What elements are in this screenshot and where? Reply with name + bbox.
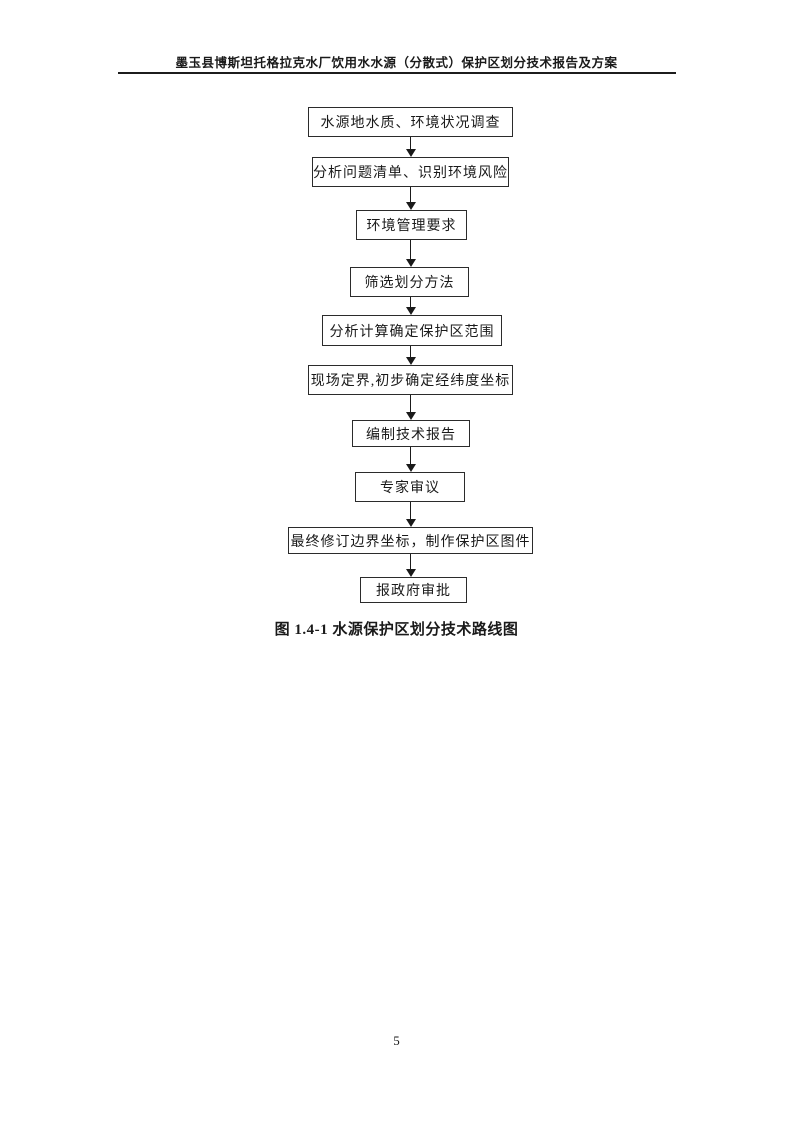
flow-node-field-boundary: 现场定界,初步确定经纬度坐标 <box>308 365 513 395</box>
header-rule <box>118 72 676 74</box>
arrow-head <box>405 569 416 577</box>
flow-arrow-down-icon <box>405 240 416 267</box>
arrow-head <box>405 149 416 157</box>
flow-arrow-down-icon <box>405 395 416 420</box>
flow-node-risk-analysis: 分析问题清单、识别环境风险 <box>312 157 509 187</box>
flow-node-final-revision: 最终修订边界坐标，制作保护区图件 <box>288 527 533 554</box>
flow-node-survey: 水源地水质、环境状况调查 <box>308 107 513 137</box>
arrow-head <box>405 357 416 365</box>
arrow-stem <box>409 502 412 519</box>
flow-arrow-down-icon <box>405 297 416 315</box>
flow-node-env-management: 环境管理要求 <box>356 210 467 240</box>
arrow-stem <box>409 240 412 259</box>
arrow-head <box>405 202 416 210</box>
flow-node-gov-approval: 报政府审批 <box>360 577 467 603</box>
flow-arrow-down-icon <box>405 447 416 472</box>
header-title: 墨玉县博斯坦托格拉克水厂饮用水水源（分散式）保护区划分技术报告及方案 <box>175 56 618 70</box>
flow-arrow-down-icon <box>405 502 416 527</box>
arrow-stem <box>409 554 412 569</box>
flow-node-expert-review: 专家审议 <box>355 472 465 502</box>
arrow-head <box>405 307 416 315</box>
flow-arrow-down-icon <box>405 187 416 210</box>
figure-caption: 图 1.4-1 水源保护区划分技术路线图 <box>274 622 519 638</box>
flow-node-scope-calculation: 分析计算确定保护区范围 <box>322 315 502 346</box>
arrow-stem <box>409 297 412 307</box>
arrow-head <box>405 412 416 420</box>
flow-arrow-down-icon <box>405 137 416 157</box>
arrow-stem <box>409 447 412 464</box>
arrow-stem <box>409 187 412 202</box>
flow-node-report-compile: 编制技术报告 <box>352 420 470 447</box>
arrow-head <box>405 259 416 267</box>
flow-node-method-selection: 筛选划分方法 <box>350 267 469 297</box>
page-number: 5 <box>393 1033 400 1048</box>
flow-arrow-down-icon <box>405 346 416 365</box>
arrow-stem <box>409 137 412 149</box>
flow-arrow-down-icon <box>405 554 416 577</box>
arrow-head <box>405 464 416 472</box>
arrow-head <box>405 519 416 527</box>
arrow-stem <box>409 346 412 357</box>
arrow-stem <box>409 395 412 412</box>
